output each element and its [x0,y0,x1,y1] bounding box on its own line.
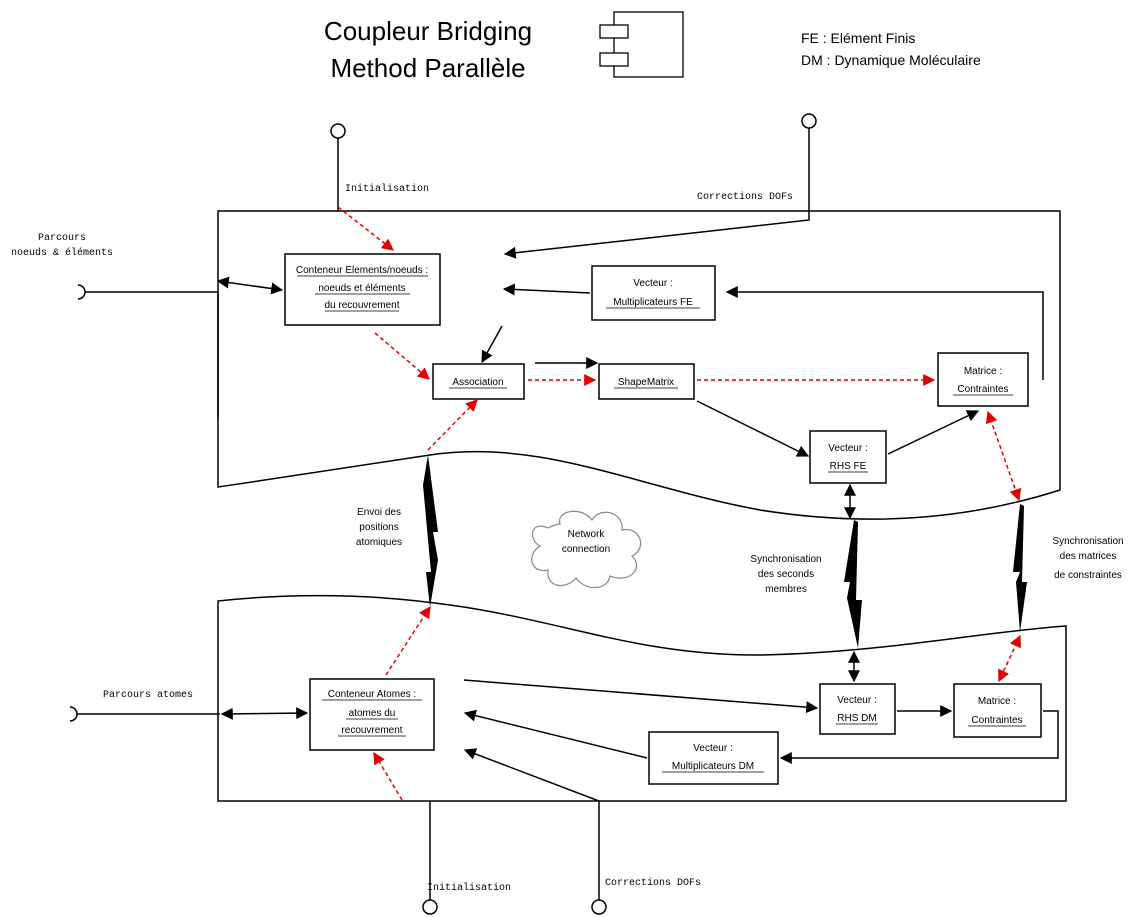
red-envoi-atomes [385,605,431,676]
label-parcours-line2: noeuds & éléments [11,247,113,259]
conn-matrice-multdm [779,710,1059,764]
svg-text:noeuds et éléments: noeuds et éléments [318,283,405,294]
red-envoi-association [427,399,478,451]
envoi-line2: positions [359,522,398,533]
network-line1: Network [568,529,606,540]
box-conteneur-elements[interactable]: Conteneur Elements/noeuds : noeuds et él… [284,253,441,326]
network-line2: connection [562,544,610,555]
red-sync-matrices-top [985,410,1022,502]
label-parcours-atomes: Parcours atomes [103,690,193,701]
label-init-bottom: Initialisation [427,882,511,894]
conn-shapematrix-rhs [696,400,810,457]
label-parcours-line1: Parcours [38,233,86,244]
sync-matrices-line1: Synchronisation [1052,536,1123,547]
svg-text:Multiplicateurs FE: Multiplicateurs FE [613,297,693,308]
svg-text:Matrice :: Matrice : [964,366,1002,377]
box-conteneur-atomes[interactable]: Conteneur Atomes : atomes du recouvremen… [309,678,435,751]
svg-text:Contraintes: Contraintes [971,715,1022,726]
svg-text:Matrice :: Matrice : [978,696,1016,707]
svg-text:Vecteur :: Vecteur : [828,443,867,454]
svg-text:ShapeMatrix: ShapeMatrix [618,377,674,388]
conn-atomes-rhs-dm [463,679,819,714]
svg-text:RHS DM: RHS DM [837,713,876,724]
network-cloud [531,510,642,589]
conn-corrections-conteneur [503,211,810,259]
svg-text:Vecteur :: Vecteur : [633,278,672,289]
box-association[interactable]: Association [432,363,525,400]
component-icon [599,11,684,78]
svg-text:Multiplicateurs DM: Multiplicateurs DM [672,761,754,772]
box-matrice-contraintes-fe[interactable]: Matrice : Contraintes [937,352,1029,407]
conn-corrections-atomes [463,748,600,802]
conn-parcours-atomes [220,707,309,720]
svg-text:recouvrement: recouvrement [341,725,402,736]
port-init-top[interactable] [330,123,346,139]
sync-seconds-line3: membres [765,584,807,595]
red-init-atomes [373,751,403,801]
sync-seconds-line2: des seconds [758,569,814,580]
sync-matrices-line3: de constraintes [1054,570,1122,581]
red-conteneur-association [374,332,430,380]
label-init-top: Initialisation [345,183,429,195]
bolt-seconds [844,520,862,648]
envoi-line1: Envoi des [357,507,401,518]
svg-text:Vecteur :: Vecteur : [693,743,732,754]
svg-text:Contraintes: Contraintes [957,384,1008,395]
svg-text:RHS FE: RHS FE [830,461,867,472]
bolt-matrices [1013,504,1027,632]
title-line-2: Method Parallèle [330,53,525,83]
bolt-envoi [423,455,438,607]
title-line-1: Coupleur Bridging [324,16,532,46]
box-vecteur-multiplicateurs-dm[interactable]: Vecteur : Multiplicateurs DM [648,731,779,785]
box-vecteur-multiplicateurs-fe[interactable]: Vecteur : Multiplicateurs FE [591,265,716,321]
fe-component-outline [217,210,1061,520]
label-corrections-top: Corrections DOFs [697,191,793,203]
sync-matrices-line2: des matrices [1060,551,1117,562]
svg-text:atomes du: atomes du [349,708,396,719]
red-init-conteneur [337,206,394,251]
port-parcours-atomes[interactable] [69,706,78,722]
port-parcours-top[interactable] [77,284,86,300]
conn-conteneur-association [481,325,503,364]
port-init-bottom[interactable] [422,899,438,915]
sync-seconds-line1: Synchronisation [750,554,821,565]
box-vecteur-rhs-dm[interactable]: Vecteur : RHS DM [819,683,896,735]
conn-matrice-multfe [725,286,1044,380]
svg-text:Conteneur Atomes :: Conteneur Atomes : [328,689,416,700]
port-corrections-bottom[interactable] [591,899,607,915]
envoi-line3: atomiques [356,537,402,548]
legend-fe: FE : Elément Finis [801,30,915,46]
svg-text:Vecteur :: Vecteur : [837,695,876,706]
conn-multdm-atomes [463,709,648,759]
box-vecteur-rhs-fe[interactable]: Vecteur : RHS FE [809,430,887,484]
conn-parcours-conteneur [216,276,284,295]
svg-text:Association: Association [452,377,503,388]
box-matrice-contraintes-dm[interactable]: Matrice : Contraintes [953,683,1042,738]
svg-text:Conteneur Elements/noeuds :: Conteneur Elements/noeuds : [296,265,428,276]
conn-multfe-conteneur [502,283,591,296]
svg-text:du recouvrement: du recouvrement [324,300,399,311]
label-corrections-bottom: Corrections DOFs [605,877,701,889]
box-shapematrix[interactable]: ShapeMatrix [598,363,695,400]
conn-rhs-matrice [887,410,980,455]
dm-component-outline [217,594,1067,802]
port-corrections-top[interactable] [801,113,817,129]
red-sync-matrices-bottom [998,634,1021,683]
legend-dm: DM : Dynamique Moléculaire [801,52,981,68]
